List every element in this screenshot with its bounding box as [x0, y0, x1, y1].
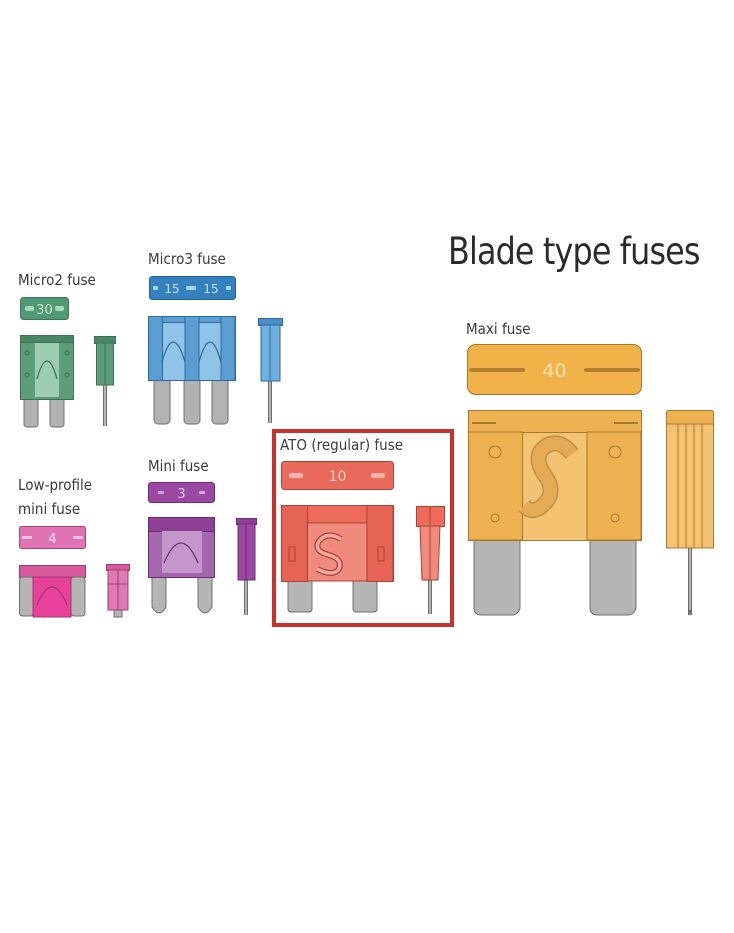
ato-label: ATO (regular) fuse [280, 436, 404, 454]
low-profile-fuse-side-icon [106, 564, 130, 618]
micro3-fuse-side-icon [258, 318, 283, 423]
maxi-rating-badge: 40 [467, 344, 642, 395]
low-profile-label-line2: mini fuse [18, 500, 81, 518]
micro3-rating-badge: 15 15 [149, 276, 236, 300]
low-profile-rating-badge: 4 [19, 526, 86, 549]
ato-highlight-box [272, 429, 454, 627]
maxi-fuse-side-icon [666, 410, 714, 616]
mini-label: Mini fuse [148, 457, 209, 475]
micro2-fuse-front-icon [20, 335, 74, 428]
low-profile-label-line1: Low-profile [18, 476, 93, 494]
micro2-fuse-side-icon [94, 336, 116, 426]
svg-text:3: 3 [177, 487, 185, 502]
svg-text:15: 15 [203, 282, 218, 296]
ato-rating-badge: 10 [281, 461, 394, 490]
svg-text:40: 40 [542, 360, 566, 382]
low-profile-fuse-front-icon [19, 565, 86, 618]
micro3-label: Micro3 fuse [148, 250, 226, 268]
micro3-fuse-front-icon [148, 316, 236, 425]
maxi-label: Maxi fuse [466, 320, 531, 338]
micro2-label: Micro2 fuse [18, 271, 96, 289]
micro2-rating-badge: 30 [20, 297, 69, 320]
maxi-fuse-front-icon [468, 410, 642, 616]
svg-text:15: 15 [164, 282, 179, 296]
svg-text:4: 4 [48, 532, 56, 547]
ato-fuse-front-icon [281, 505, 394, 613]
mini-fuse-front-icon [148, 517, 215, 614]
page-title: Blade type fuses [448, 230, 700, 273]
svg-text:10: 10 [329, 469, 347, 485]
mini-fuse-side-icon [236, 518, 257, 615]
ato-fuse-side-icon [416, 506, 445, 614]
svg-text:30: 30 [36, 303, 53, 318]
mini-rating-badge: 3 [148, 482, 215, 503]
